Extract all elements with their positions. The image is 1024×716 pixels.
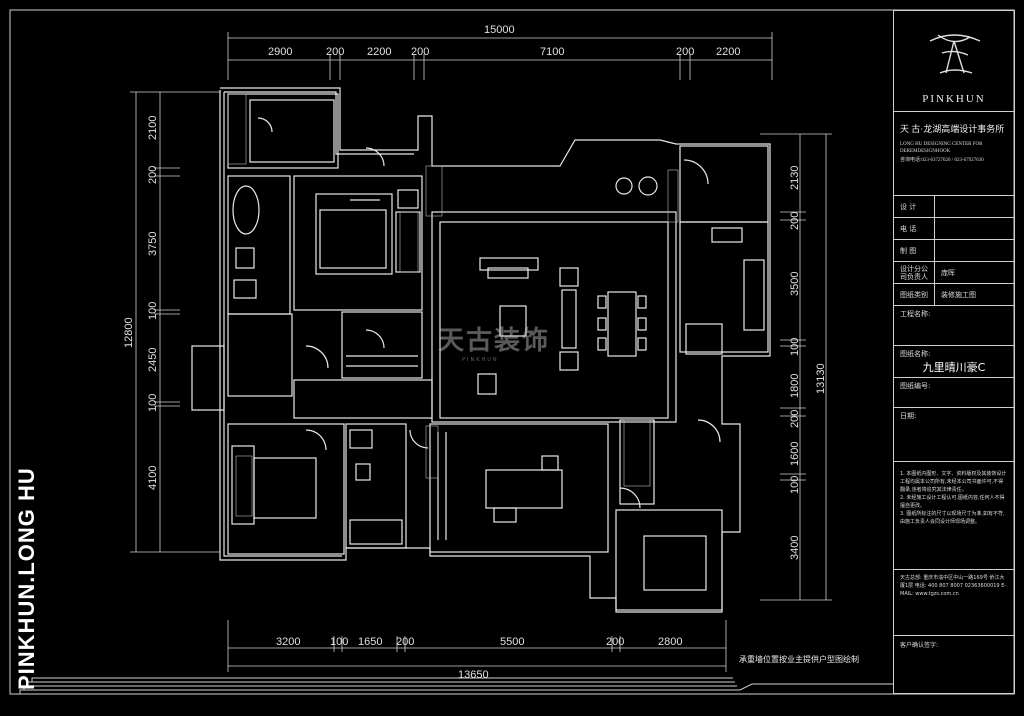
- firm-name-cn: 天 古·龙湖高端设计事务所: [900, 124, 1005, 134]
- dim-right-seg: 3400: [789, 536, 801, 560]
- dim-left-seg: 3750: [147, 232, 159, 256]
- firm-tel: 咨询电话:023-63727620 / 023-67927630: [900, 158, 984, 163]
- footer-note: 承重墙位置按业主提供户型图绘制: [739, 655, 859, 664]
- note-item: 3. 图纸所标注的尺寸以现场尺寸为准,如有不符,由施工负责人会同设计师现场调整。: [900, 511, 1005, 525]
- dim-bottom-seg: 3200: [276, 636, 300, 648]
- dim-top-seg: 200: [326, 46, 344, 58]
- right-dim-labels: 2130 200 3500 100 1800 200 1600 100 3400…: [789, 166, 827, 560]
- row-value: [934, 240, 1014, 261]
- row-label: 设计分公司负责人: [900, 264, 928, 281]
- dim-top-seg: 7100: [540, 46, 564, 58]
- dim-left-seg: 200: [147, 166, 159, 184]
- row-value: 装修施工图: [934, 284, 1014, 305]
- dim-right-seg: 3500: [789, 272, 801, 296]
- row-value: [934, 218, 1014, 239]
- row-drafting: 制 图: [894, 240, 1014, 262]
- dim-right-seg: 1800: [789, 374, 801, 398]
- dim-top-seg: 2900: [268, 46, 292, 58]
- logo-name: PINKHUN: [922, 93, 986, 105]
- note-item: 1. 本图纸内图形、文字、资料版权及其装饰设计工程均属本公司所有,未经本公司书面…: [900, 471, 1007, 493]
- vertical-brand-text: PINKHUN.LONG HU: [14, 467, 39, 690]
- row-value: 庞晖: [934, 262, 1014, 283]
- pinkhun-logo-icon: [929, 34, 981, 74]
- dim-left-seg: 4100: [147, 466, 159, 490]
- dim-bottom-seg: 200: [606, 636, 624, 648]
- dim-top-seg: 200: [411, 46, 429, 58]
- dim-right-total: 13130: [815, 363, 827, 394]
- dim-right-seg: 1600: [789, 442, 801, 466]
- firm-info: 天 古·龙湖高端设计事务所 LONG HU DESIGNING CENTER F…: [894, 112, 1014, 196]
- dim-right-seg: 2130: [789, 166, 801, 190]
- dim-right-seg: 100: [789, 338, 801, 356]
- row-branch-head: 设计分公司负责人 庞晖: [894, 262, 1014, 284]
- row-drawing-type: 图纸类别 装修施工图: [894, 284, 1014, 306]
- client-signature-label: 客户确认签字:: [900, 642, 939, 649]
- right-dimension-lines: [760, 133, 832, 601]
- dim-bottom-seg: 200: [396, 636, 414, 648]
- row-value: [934, 196, 1014, 217]
- note-item: 2. 未经施工设计工程认可,图纸内容,任何人不得擅自更改。: [900, 495, 1005, 509]
- row-label: 电 话: [900, 224, 917, 233]
- hatched-walls: [227, 93, 679, 517]
- bottom-dimension-lines: [227, 620, 727, 672]
- title-block: PINKHUN 天 古·龙湖高端设计事务所 LONG HU DESIGNING …: [893, 10, 1015, 694]
- dim-bottom-seg: 5500: [500, 636, 524, 648]
- dim-bottom-total: 13650: [458, 669, 489, 681]
- dim-left-seg: 100: [147, 302, 159, 320]
- dim-top-seg: 2200: [367, 46, 391, 58]
- dim-right-seg: 100: [789, 476, 801, 494]
- notes-block: 1. 本图纸内图形、文字、资料版权及其装饰设计工程均属本公司所有,未经本公司书面…: [894, 462, 1014, 570]
- left-dim-labels: 2100 200 3750 100 2450 100 4100 12800: [123, 116, 159, 490]
- date-block: 日期:: [894, 408, 1014, 462]
- dim-top-seg: 2200: [716, 46, 740, 58]
- top-dimension-lines: [227, 32, 773, 80]
- project-label: 工程名称:: [900, 310, 931, 318]
- dim-right-seg: 200: [789, 212, 801, 230]
- dim-bottom-seg: 2800: [658, 636, 682, 648]
- drawing-no-label: 图纸编号:: [900, 382, 931, 390]
- row-label: 制 图: [900, 246, 917, 255]
- logo-area: PINKHUN: [894, 11, 1014, 112]
- drawing-name-block: 图纸名称: 九里晴川豪C: [894, 346, 1014, 378]
- dim-bottom-seg: 1650: [358, 636, 382, 648]
- watermark-sub: PINKHUN: [462, 357, 499, 363]
- watermark-text: 天古装饰: [438, 326, 551, 356]
- dim-right-seg: 200: [789, 410, 801, 428]
- row-phone: 电 话: [894, 218, 1014, 240]
- address-block: 天古总部: 重庆市渝中区中山一路169号 侨江大厦1层 电话: 400 807 …: [894, 570, 1014, 636]
- row-label: 图纸类别: [900, 290, 928, 299]
- project-name: 九里晴川豪C: [922, 361, 986, 374]
- dim-left-seg: 2450: [147, 348, 159, 372]
- dim-left-seg: 100: [147, 394, 159, 412]
- dim-bottom-seg: 100: [330, 636, 348, 648]
- project-name-block: 工程名称:: [894, 306, 1014, 346]
- row-label: 设 计: [900, 202, 917, 211]
- row-design: 设 计: [894, 196, 1014, 218]
- drawing-label: 图纸名称:: [900, 350, 931, 358]
- drawing-no-block: 图纸编号:: [894, 378, 1014, 408]
- date-label: 日期:: [900, 412, 917, 420]
- dim-left-total: 12800: [123, 317, 135, 348]
- dim-top-total: 15000: [484, 24, 515, 36]
- dim-top-seg: 200: [676, 46, 694, 58]
- dim-left-seg: 2100: [147, 116, 159, 140]
- firm-name-en: LONG HU DESIGNING CENTER FOR DEREMDESIGN…: [900, 142, 983, 154]
- left-dimension-lines: [130, 91, 220, 553]
